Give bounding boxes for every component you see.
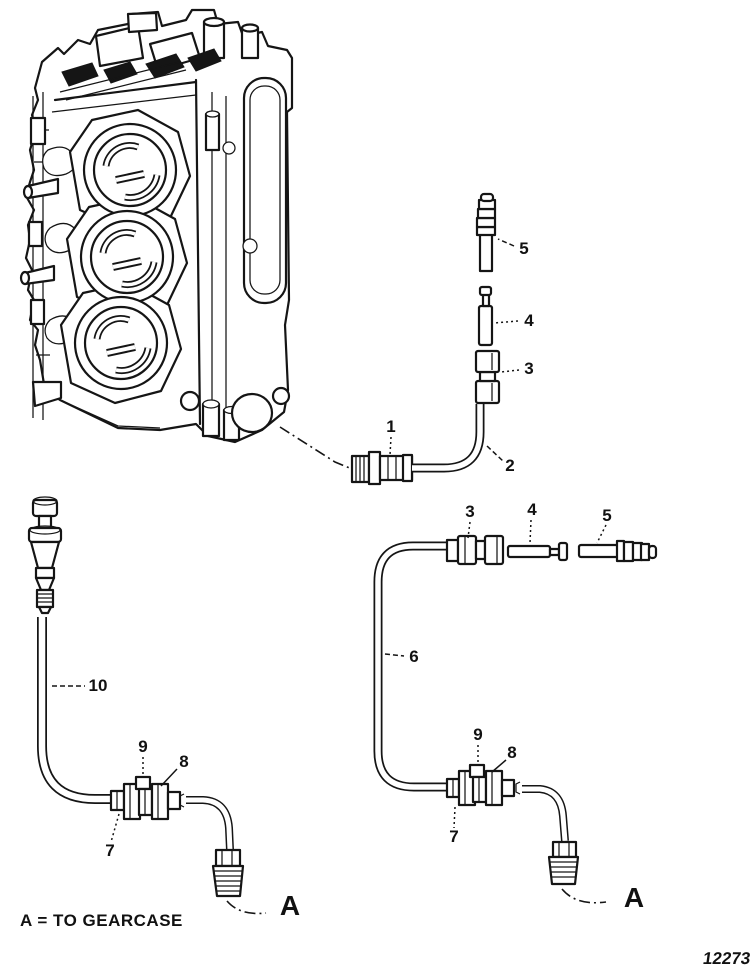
callout-7-right: 7 — [449, 827, 459, 846]
gearcase-plug-right — [547, 840, 580, 886]
callout-7-left: 7 — [105, 841, 115, 860]
tube-part10 — [37, 617, 111, 804]
callout-3-right: 3 — [465, 502, 475, 521]
gearcase-plug-left — [211, 848, 245, 898]
leader-block-to-part1 — [279, 426, 353, 470]
callout-5-top: 5 — [519, 239, 529, 258]
cylinder-bore-2 — [79, 209, 175, 305]
gearcase-marker-a-right: A — [623, 882, 645, 913]
engine-block — [19, 8, 294, 444]
connector-right-parts7-8-9 — [445, 763, 516, 807]
hose-part2 — [412, 404, 485, 473]
leader-3-top — [500, 369, 520, 373]
callout-1: 1 — [386, 417, 396, 436]
leader-8-left — [160, 768, 178, 787]
hose-part6 — [373, 541, 447, 792]
callout-9-right: 9 — [473, 725, 483, 744]
leader-2 — [486, 445, 504, 462]
hose-to-gearcase-left — [179, 793, 234, 851]
leader-a-left — [226, 900, 267, 915]
callout-4-top: 4 — [524, 311, 534, 330]
gearcase-note: A = TO GEARCASE — [20, 911, 183, 930]
drawing-number: 12273 — [701, 949, 750, 968]
callout-3-top: 3 — [524, 359, 534, 378]
leader-4-top — [493, 320, 519, 324]
cylinder-bore-3 — [73, 295, 169, 391]
callout-9-left: 9 — [138, 737, 148, 756]
hose-to-gearcase-right — [515, 781, 569, 842]
callout-4-right: 4 — [527, 500, 537, 519]
leader-8-right — [491, 759, 507, 773]
barb-fitting-part5-right — [577, 539, 658, 563]
fitting-part1 — [350, 450, 414, 486]
leader-4-right — [529, 519, 532, 544]
callout-8-left: 8 — [179, 752, 189, 771]
callout-2: 2 — [505, 456, 515, 475]
poppet-valve-fitting — [27, 496, 63, 615]
callout-10: 10 — [88, 676, 108, 695]
gearcase-marker-a-left: A — [279, 890, 301, 921]
callout-8-right: 8 — [507, 743, 517, 762]
leader-5-right — [596, 524, 607, 544]
connector-left-parts7-8-9 — [109, 775, 182, 821]
pin-part4-top — [477, 285, 494, 347]
leader-7-right — [453, 806, 456, 829]
connector-part3-top — [474, 349, 501, 405]
leader-5-top — [497, 238, 515, 247]
cylinder-bore-1 — [82, 122, 178, 218]
leader-6 — [384, 653, 405, 657]
callout-5-right: 5 — [602, 506, 612, 525]
leader-7-left — [110, 813, 120, 843]
leader-a-right — [561, 888, 607, 904]
pin-part4-right — [506, 541, 569, 562]
barb-fitting-part5-top — [475, 192, 497, 273]
callout-6: 6 — [409, 647, 419, 666]
leader-1 — [389, 436, 392, 456]
connector-part3-right — [445, 534, 505, 566]
